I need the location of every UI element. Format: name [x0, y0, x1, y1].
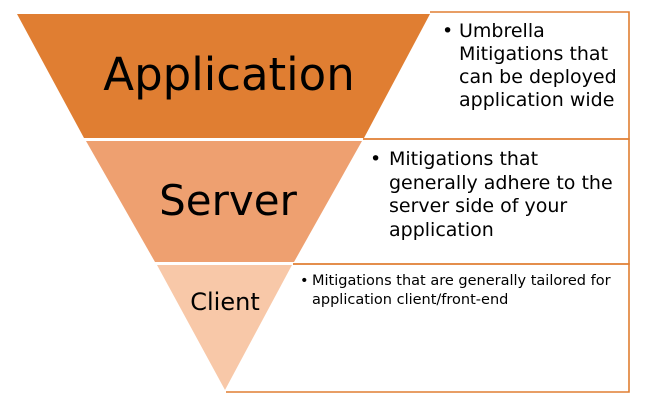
client-description-box — [226, 263, 630, 393]
application-description-text: Umbrella Mitigations that can be deploye… — [459, 20, 617, 111]
client-description: • Mitigations that are generally tailore… — [300, 272, 625, 310]
application-segment — [17, 14, 430, 138]
application-description: • Umbrella Mitigations that can be deplo… — [442, 20, 628, 112]
application-level-label: Application — [103, 48, 355, 101]
client-description-text: Mitigations that are generally tailored … — [312, 273, 611, 308]
server-segment — [86, 141, 362, 262]
server-description: • Mitigations that generally adhere to t… — [370, 148, 628, 242]
server-level-label: Server — [159, 176, 297, 225]
server-description-text: Mitigations that generally adhere to the… — [389, 148, 613, 241]
client-level-label: Client — [190, 288, 260, 316]
bullet-icon: • — [370, 148, 382, 170]
bullet-icon: • — [442, 20, 454, 42]
client-segment — [157, 265, 292, 390]
bullet-icon: • — [300, 273, 309, 289]
